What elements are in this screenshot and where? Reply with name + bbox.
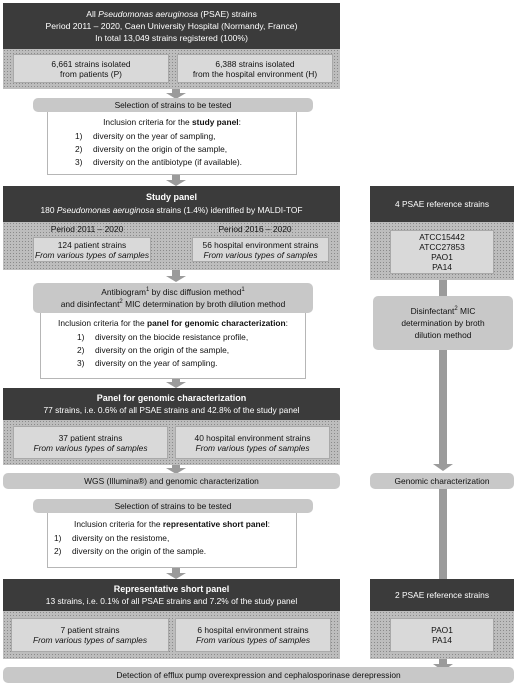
study-panel-header: Study panel 180 Pseudomonas aeruginosa s… (3, 186, 340, 222)
selection1-criteria-title: Inclusion criteria for the study panel: (103, 117, 241, 127)
top-line1: All Pseudomonas aeruginosa (PSAE) strain… (86, 9, 257, 19)
top-line3: In total 13,049 strains registered (100%… (95, 33, 248, 43)
selection2-list: 1)diversity on the resistome, 2)diversit… (54, 533, 207, 556)
selection2-header: Selection of strains to be tested (33, 499, 313, 513)
short-panel-header: Representative short panel 13 strains, i… (3, 579, 340, 611)
reference2-header: 2 PSAE reference strains (370, 579, 514, 611)
selection1-header: Selection of strains to be tested (33, 98, 313, 112)
antibiogram-criteria-title: Inclusion criteria for the panel for gen… (58, 318, 288, 328)
antibiogram-criteria: Inclusion criteria for the panel for gen… (40, 305, 306, 379)
top-line2: Period 2011 – 2020, Caen University Hosp… (45, 21, 298, 31)
antibiogram-header: Antibiogram1 by disc diffusion method1 a… (33, 283, 313, 313)
study-panel-split: Period 2011 – 2020 Period 2016 – 2020 12… (3, 222, 340, 270)
antibiogram-list: 1)diversity on the biocide resistance pr… (77, 332, 249, 368)
period-right: Period 2016 – 2020 (218, 224, 292, 234)
reference2-list: PAO1 PA14 (390, 618, 494, 652)
all-strains-header: All Pseudomonas aeruginosa (PSAE) strain… (3, 3, 340, 49)
period-left: Period 2011 – 2020 (50, 224, 124, 234)
selection2-criteria: Inclusion criteria for the representativ… (47, 506, 297, 568)
selection1-criteria: Inclusion criteria for the study panel: … (47, 105, 297, 175)
reference4-list: ATCC15442 ATCC27853 PAO1 PA14 (390, 230, 494, 274)
disinfectant-side-box: Disinfectant2 MIC determination by broth… (373, 296, 513, 350)
selection1-list: 1)diversity on the year of sampling, 2)d… (75, 131, 242, 167)
genomic-characterization-side: Genomic characterization (370, 473, 514, 489)
reference4-header: 4 PSAE reference strains (370, 186, 514, 222)
wgs-box: WGS (Illumina®) and genomic characteriza… (3, 473, 340, 489)
reference2-panel: PAO1 PA14 (370, 611, 514, 659)
genomic-panel-header: Panel for genomic characterization 77 st… (3, 388, 340, 420)
selection2-criteria-title: Inclusion criteria for the representativ… (74, 519, 270, 529)
efflux-detection-box: Detection of efflux pump overexpression … (3, 667, 514, 683)
reference4-panel: ATCC15442 ATCC27853 PAO1 PA14 (370, 222, 514, 280)
